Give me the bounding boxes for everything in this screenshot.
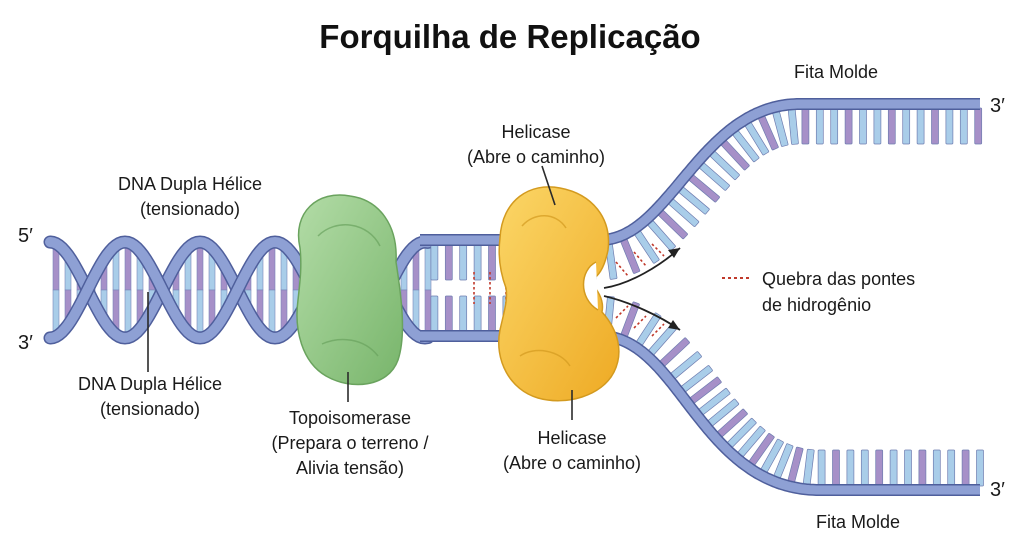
helicase-top-label-2: (Abre o caminho): [467, 147, 605, 167]
helix-top-label-1: DNA Dupla Hélice: [118, 174, 262, 194]
nucleotide-base: [488, 243, 496, 281]
helicase-enzyme: [498, 186, 620, 402]
nucleotide-base: [787, 107, 799, 145]
base-pair: [52, 289, 60, 333]
nucleotide-base: [620, 237, 641, 274]
base-pair: [424, 289, 432, 334]
base-pair: [124, 246, 132, 291]
base-pair: [196, 289, 204, 335]
helicase-top-label-1: Helicase: [501, 122, 570, 142]
nucleotide-base: [931, 107, 939, 145]
nucleotide-base: [875, 449, 884, 487]
nucleotide-base: [817, 449, 826, 487]
nucleotide-base: [918, 449, 927, 487]
diagram-title: Forquilha de Replicação: [319, 18, 700, 55]
base-pair: [52, 247, 60, 291]
nucleotide-base: [974, 107, 983, 145]
topoisomerase-label-3: Alivia tensão): [296, 458, 404, 478]
nucleotide-base: [430, 295, 439, 333]
base-pair: [196, 245, 204, 291]
nucleotide-base: [801, 107, 810, 145]
nucleotide-base: [444, 295, 453, 333]
three-prime-end-top-label: 3′: [990, 95, 1005, 117]
nucleotide-base: [887, 107, 896, 145]
base-pair: [424, 246, 432, 291]
nucleotide-base: [902, 107, 911, 145]
nucleotide-base: [947, 449, 956, 487]
template-top-label: Fita Molde: [794, 62, 878, 82]
nucleotide-base: [961, 449, 970, 487]
topoisomerase-label-2: (Prepara o terreno /: [271, 433, 428, 453]
arrow-head-icon: [668, 248, 680, 258]
helix-bottom-label-2: (tensionado): [100, 399, 200, 419]
nucleotide-base: [473, 243, 482, 281]
helix-top-label-2: (tensionado): [140, 199, 240, 219]
arrow-head-icon: [668, 320, 680, 330]
nucleotide-base: [844, 107, 853, 145]
nucleotide-base: [860, 449, 869, 487]
topoisomerase-label-1: Topoisomerase: [289, 408, 411, 428]
nucleotide-base: [846, 449, 855, 487]
nucleotide-base: [916, 107, 925, 145]
nucleotide-base: [830, 107, 839, 145]
three-prime-end-left-label: 3′: [18, 332, 33, 354]
nucleotide-base: [873, 107, 882, 145]
hydrogen-bond-break: [633, 315, 647, 329]
unwinding-arrows: [603, 247, 681, 331]
nucleotide-base: [832, 449, 840, 487]
nucleotide-base: [859, 107, 867, 145]
template-bottom-label: Fita Molde: [816, 512, 900, 532]
nucleotide-base: [444, 243, 453, 281]
nucleotide-base: [473, 295, 482, 333]
legend-line-1: Quebra das pontes: [762, 269, 915, 289]
nucleotide-base: [802, 448, 815, 486]
nucleotide-base: [488, 295, 496, 333]
hydrogen-bond-break: [615, 261, 629, 277]
three-prime-end-bottom-label: 3′: [990, 479, 1005, 501]
nucleotide-base: [945, 107, 954, 145]
hydrogen-bond-break: [633, 251, 647, 267]
nucleotide-base: [815, 107, 824, 145]
base-pair: [268, 289, 276, 334]
helix-bottom-label-1: DNA Dupla Hélice: [78, 374, 222, 394]
nucleotide-base: [459, 295, 468, 333]
nucleotide-base: [932, 449, 941, 487]
legend: Quebra das pontes de hidrogênio: [722, 269, 915, 315]
base-pair: [124, 289, 132, 334]
hydrogen-bond-break: [615, 305, 629, 319]
nucleotide-base: [976, 449, 984, 487]
topoisomerase-enzyme: [296, 194, 404, 386]
legend-line-2: de hidrogênio: [762, 295, 871, 315]
base-pair: [268, 246, 276, 291]
helicase-bottom-label-2: (Abre o caminho): [503, 453, 641, 473]
nucleotide-base: [430, 243, 439, 281]
nucleotide-base: [959, 107, 968, 145]
helicase-bottom-label-1: Helicase: [537, 428, 606, 448]
five-prime-end-label: 5′: [18, 225, 33, 247]
nucleotide-base: [633, 229, 660, 264]
nucleotide-base: [459, 243, 468, 281]
nucleotide-base: [889, 449, 898, 487]
nucleotide-base: [904, 449, 912, 487]
